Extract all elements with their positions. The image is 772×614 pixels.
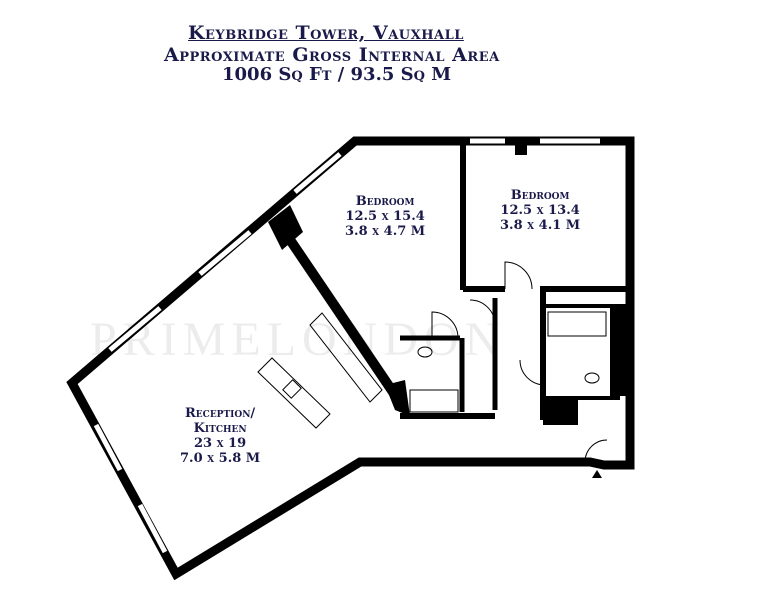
window <box>293 152 342 194</box>
kitchen-island <box>257 357 331 429</box>
column <box>268 205 303 250</box>
window <box>108 306 162 352</box>
column <box>543 400 578 425</box>
room-label-bedroom-1: Bedroom 12.5 x 15.4 3.8 x 4.7 M <box>345 194 425 239</box>
room-size-metric: 3.8 x 4.7 M <box>345 224 426 239</box>
plan-subtitle: Approximate Gross Internal Area <box>164 44 500 66</box>
room-name-2: Kitchen <box>193 421 247 436</box>
room-name: Bedroom <box>355 194 415 209</box>
room-size-metric: 7.0 x 5.8 M <box>180 451 261 466</box>
column <box>515 141 527 155</box>
outer-wall <box>66 136 635 581</box>
entrance-arrow <box>592 470 602 478</box>
wall <box>275 222 400 398</box>
door <box>504 261 533 290</box>
door <box>469 299 496 326</box>
bath <box>547 311 607 337</box>
column <box>385 380 410 416</box>
toilet <box>584 372 600 384</box>
window <box>198 230 252 276</box>
door <box>584 439 608 463</box>
room-name: Reception/ <box>185 406 256 421</box>
room-size-imperial: 12.5 x 15.4 <box>345 209 425 224</box>
toilet <box>417 346 433 358</box>
room-size-imperial: 23 x 19 <box>193 436 247 451</box>
room-label-bedroom-2: Bedroom 12.5 x 13.4 3.8 x 4.1 M <box>500 188 580 233</box>
room-name: Bedroom <box>510 188 570 203</box>
bath <box>409 389 459 413</box>
window <box>137 503 168 554</box>
room-size-metric: 3.8 x 4.1 M <box>500 218 581 233</box>
door <box>431 311 459 339</box>
room-size-imperial: 12.5 x 13.4 <box>500 203 580 218</box>
plan-title: Keybridge Tower, Vauxhall <box>188 22 464 44</box>
room-label-reception: Reception/ Kitchen 23 x 19 7.0 x 5.8 M <box>180 406 260 466</box>
door <box>519 359 546 386</box>
plan-area: 1006 Sq Ft / 93.5 Sq M <box>222 64 452 85</box>
window <box>93 423 123 472</box>
hob <box>282 379 302 399</box>
kitchen-counter <box>309 312 383 403</box>
column <box>610 306 630 396</box>
